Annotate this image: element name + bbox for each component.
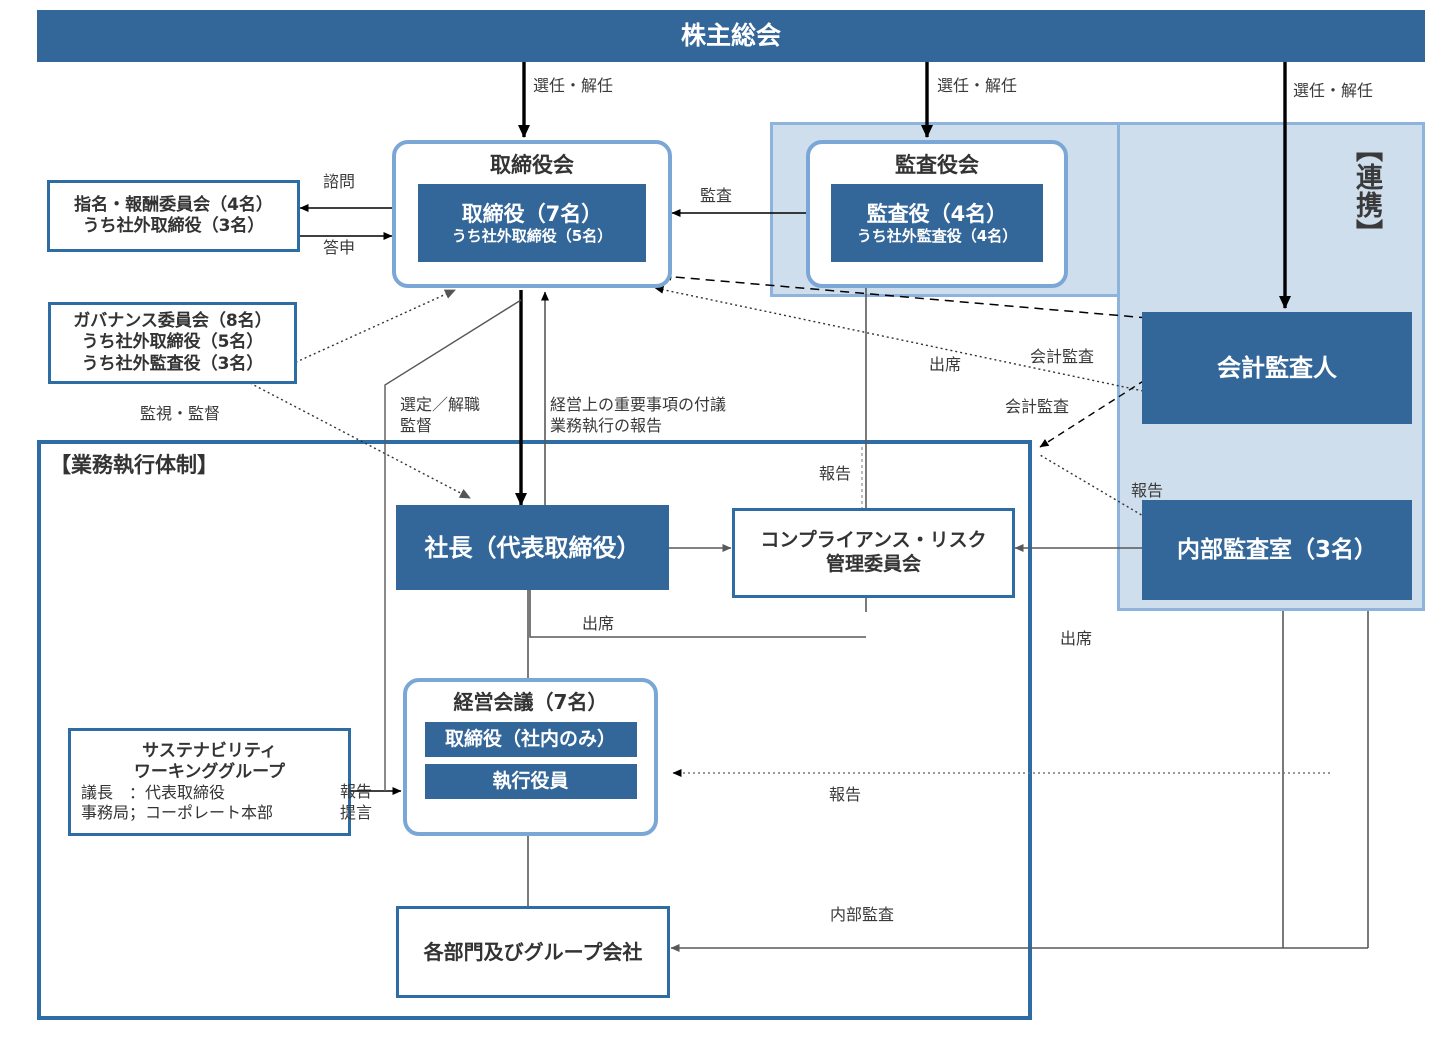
governance-committee-line2: うち社外取締役（5名） [81,332,264,353]
cooperation-region-seam [1120,285,1422,305]
outside-auditors-count-label: うち社外監査役（4名） [856,227,1018,245]
governance-committee-line3: うち社外監査役（3名） [81,353,264,374]
internal-audit-office-label: 内部監査室（3名） [1176,536,1377,563]
edge-label-accounting-audit-auditors: 会計監査 [1005,397,1070,416]
edge-label-report-management: 報告 [829,785,862,804]
president-label: 社長（代表取締役） [424,533,641,562]
board-of-auditors-header: 監査役会 [895,153,979,177]
accounting-auditor-label: 会計監査人 [1217,354,1337,382]
cooperation-region-label: 【連携】 [1351,135,1382,247]
governance-committee-box[interactable]: ガバナンス委員会（8名） うち社外取締役（5名） うち社外監査役（3名） [48,302,297,384]
sustainability-working-group-box[interactable]: サステナビリティ ワーキンググループ 議長 ：代表取締役 事務局；コーポレート本… [68,728,351,836]
edge-label-attend-management: 出席 [1060,629,1093,648]
divisions-label: 各部門及びグループ会社 [423,939,643,964]
board-of-directors-header: 取締役会 [490,153,574,177]
auditors-count-label: 監査役（4名） [866,201,1008,226]
accounting-auditor-box[interactable]: 会計監査人 [1142,312,1412,424]
edge-label-report-internal-audit: 報告 [1131,481,1164,500]
governance-committee-line1: ガバナンス委員会（8名） [73,311,272,332]
operations-region-label: 【業務執行体制】 [50,453,218,477]
president-box[interactable]: 社長（代表取締役） [396,505,669,590]
sustainability-wg-line4: 事務局；コーポレート本部 [81,803,274,823]
nomination-compensation-committee-box[interactable]: 指名・報酬委員会（4名） うち社外取締役（3名） [47,180,300,252]
shareholders-meeting-box[interactable]: 株主総会 [37,10,1425,62]
edge-label-internal-audit: 内部監査 [830,905,895,924]
compliance-risk-committee-box[interactable]: コンプライアンス・リスク 管理委員会 [732,508,1015,598]
directors-inner-box[interactable]: 取締役（7名） うち社外取締役（5名） [418,184,646,263]
sustainability-wg-line3: 議長 ：代表取締役 [81,783,226,803]
shareholders-meeting-label: 株主総会 [680,21,781,51]
edge-label-attend-auditors: 出席 [929,355,962,374]
board-of-directors-box[interactable]: 取締役会 取締役（7名） うち社外取締役（5名） [392,140,672,288]
edge-label-attend-compliance: 出席 [582,614,615,633]
edge-label-report-proposal-wg: 報告 提言 [340,782,373,822]
management-meeting-row2-label: 執行役員 [492,769,569,792]
edge-label-appoint-accountant: 選任・解任 [1293,81,1374,100]
nomination-committee-line2: うち社外取締役（3名） [82,216,265,236]
compliance-committee-line1: コンプライアンス・リスク [760,529,987,552]
edge-label-report-compliance: 報告 [819,464,852,483]
sustainability-wg-line1: サステナビリティ [142,740,277,761]
compliance-committee-line2: 管理委員会 [825,553,921,575]
board-of-auditors-box[interactable]: 監査役会 監査役（4名） うち社外監査役（4名） [806,140,1068,288]
operations-region [37,440,1032,1020]
outside-directors-count-label: うち社外取締役（5名） [451,227,613,245]
divisions-group-companies-box[interactable]: 各部門及びグループ会社 [396,906,670,998]
edge-label-audit: 監査 [700,186,733,205]
management-meeting-row1-label: 取締役（社内のみ） [444,727,616,750]
management-meeting-row-directors[interactable]: 取締役（社内のみ） [424,722,637,757]
management-meeting-header: 経営会議（7名） [453,690,608,714]
internal-audit-office-box[interactable]: 内部監査室（3名） [1142,500,1412,600]
edge-label-supervise: 監視・監督 [140,404,221,423]
edge-label-appoint-board: 選任・解任 [533,76,614,95]
edge-label-consult: 諮問 [323,172,356,191]
auditors-inner-box[interactable]: 監査役（4名） うち社外監査役（4名） [831,184,1043,263]
management-meeting-box[interactable]: 経営会議（7名） 取締役（社内のみ） 執行役員 [403,678,658,836]
management-meeting-row-officers[interactable]: 執行役員 [424,764,637,799]
edge-label-appoint-auditors: 選任・解任 [937,76,1018,95]
sustainability-wg-line2: ワーキンググループ [133,762,286,782]
edge-label-select-dismiss: 選定／解職 監督 [400,395,481,435]
edge-label-accounting-audit-board: 会計監査 [1030,347,1095,366]
edge-label-report-to-board: 経営上の重要事項の付議 業務執行の報告 [550,395,727,435]
nomination-committee-line1: 指名・報酬委員会（4名） [74,194,273,215]
edge-label-reply: 答申 [323,238,356,257]
directors-count-label: 取締役（7名） [461,201,603,226]
